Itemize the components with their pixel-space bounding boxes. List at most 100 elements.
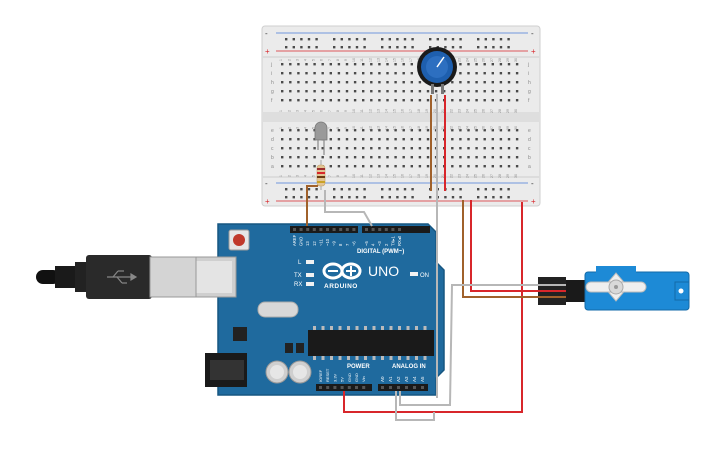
rail-hole[interactable]: [507, 188, 510, 191]
terminal-hole[interactable]: [386, 129, 389, 132]
rail-hole[interactable]: [403, 196, 407, 199]
terminal-hole[interactable]: [362, 165, 365, 168]
terminal-hole[interactable]: [362, 156, 365, 159]
terminal-hole[interactable]: [362, 63, 365, 66]
terminal-hole[interactable]: [329, 156, 332, 159]
terminal-hole[interactable]: [281, 99, 284, 102]
terminal-hole[interactable]: [378, 165, 381, 168]
terminal-hole[interactable]: [345, 156, 349, 159]
terminal-hole[interactable]: [491, 129, 494, 132]
terminal-hole[interactable]: [475, 138, 478, 141]
terminal-hole[interactable]: [467, 99, 470, 102]
rail-hole[interactable]: [307, 38, 311, 41]
terminal-hole[interactable]: [378, 156, 381, 159]
terminal-hole[interactable]: [362, 90, 365, 93]
terminal-hole[interactable]: [475, 156, 478, 159]
terminal-hole[interactable]: [410, 72, 413, 75]
rail-hole[interactable]: [348, 46, 351, 49]
terminal-hole[interactable]: [370, 138, 373, 141]
terminal-hole[interactable]: [370, 147, 373, 150]
rail-hole[interactable]: [300, 188, 303, 191]
terminal-hole[interactable]: [426, 138, 430, 141]
terminal-hole[interactable]: [378, 81, 381, 84]
terminal-hole[interactable]: [305, 147, 308, 150]
terminal-hole[interactable]: [305, 156, 308, 159]
terminal-hole[interactable]: [475, 99, 478, 102]
rail-hole[interactable]: [484, 46, 487, 49]
rail-hole[interactable]: [396, 196, 399, 199]
terminal-hole[interactable]: [394, 147, 397, 150]
terminal-hole[interactable]: [451, 81, 454, 84]
terminal-hole[interactable]: [386, 81, 389, 84]
terminal-hole[interactable]: [370, 129, 373, 132]
terminal-hole[interactable]: [394, 63, 397, 66]
rail-hole[interactable]: [396, 46, 399, 49]
terminal-hole[interactable]: [459, 90, 462, 93]
terminal-hole[interactable]: [337, 156, 341, 159]
rail-hole[interactable]: [429, 46, 432, 49]
terminal-hole[interactable]: [321, 99, 324, 102]
rail-hole[interactable]: [340, 38, 343, 41]
terminal-hole[interactable]: [459, 81, 462, 84]
terminal-hole[interactable]: [378, 138, 381, 141]
terminal-hole[interactable]: [515, 138, 519, 141]
terminal-hole[interactable]: [394, 138, 397, 141]
rail-hole[interactable]: [396, 38, 399, 41]
terminal-hole[interactable]: [499, 72, 503, 75]
terminal-hole[interactable]: [313, 63, 316, 66]
terminal-hole[interactable]: [386, 156, 389, 159]
rail-hole[interactable]: [499, 188, 503, 191]
rail-hole[interactable]: [355, 38, 359, 41]
terminal-hole[interactable]: [297, 81, 300, 84]
terminal-hole[interactable]: [305, 81, 308, 84]
rail-hole[interactable]: [411, 46, 414, 49]
terminal-hole[interactable]: [410, 156, 413, 159]
rail-hole[interactable]: [292, 188, 295, 191]
terminal-hole[interactable]: [515, 99, 519, 102]
terminal-hole[interactable]: [443, 90, 446, 93]
terminal-hole[interactable]: [345, 129, 349, 132]
terminal-hole[interactable]: [313, 99, 316, 102]
terminal-hole[interactable]: [289, 63, 292, 66]
terminal-hole[interactable]: [515, 72, 519, 75]
terminal-hole[interactable]: [353, 138, 357, 141]
rail-hole[interactable]: [429, 38, 432, 41]
rail-hole[interactable]: [307, 188, 311, 191]
rail-hole[interactable]: [507, 196, 510, 199]
rail-hole[interactable]: [348, 196, 351, 199]
rail-hole[interactable]: [459, 38, 462, 41]
terminal-hole[interactable]: [321, 63, 324, 66]
terminal-hole[interactable]: [378, 90, 381, 93]
terminal-hole[interactable]: [459, 99, 462, 102]
rail-hole[interactable]: [363, 196, 366, 199]
rail-hole[interactable]: [285, 196, 288, 199]
terminal-hole[interactable]: [362, 81, 365, 84]
terminal-hole[interactable]: [337, 165, 341, 168]
terminal-hole[interactable]: [402, 138, 405, 141]
terminal-hole[interactable]: [426, 90, 430, 93]
terminal-hole[interactable]: [305, 90, 308, 93]
rail-hole[interactable]: [285, 46, 288, 49]
terminal-hole[interactable]: [289, 99, 292, 102]
rail-hole[interactable]: [333, 38, 336, 41]
terminal-hole[interactable]: [451, 165, 454, 168]
terminal-hole[interactable]: [378, 63, 381, 66]
rail-hole[interactable]: [477, 196, 480, 199]
terminal-hole[interactable]: [362, 99, 365, 102]
terminal-hole[interactable]: [345, 90, 349, 93]
rail-hole[interactable]: [348, 188, 351, 191]
rail-hole[interactable]: [484, 188, 487, 191]
terminal-hole[interactable]: [507, 129, 511, 132]
terminal-hole[interactable]: [337, 147, 341, 150]
terminal-hole[interactable]: [499, 138, 503, 141]
terminal-hole[interactable]: [313, 90, 316, 93]
terminal-hole[interactable]: [297, 63, 300, 66]
terminal-hole[interactable]: [321, 156, 324, 159]
rail-hole[interactable]: [499, 38, 503, 41]
terminal-hole[interactable]: [353, 63, 357, 66]
terminal-hole[interactable]: [345, 81, 349, 84]
terminal-hole[interactable]: [297, 72, 300, 75]
rail-hole[interactable]: [403, 46, 407, 49]
terminal-hole[interactable]: [386, 72, 389, 75]
terminal-hole[interactable]: [410, 90, 413, 93]
